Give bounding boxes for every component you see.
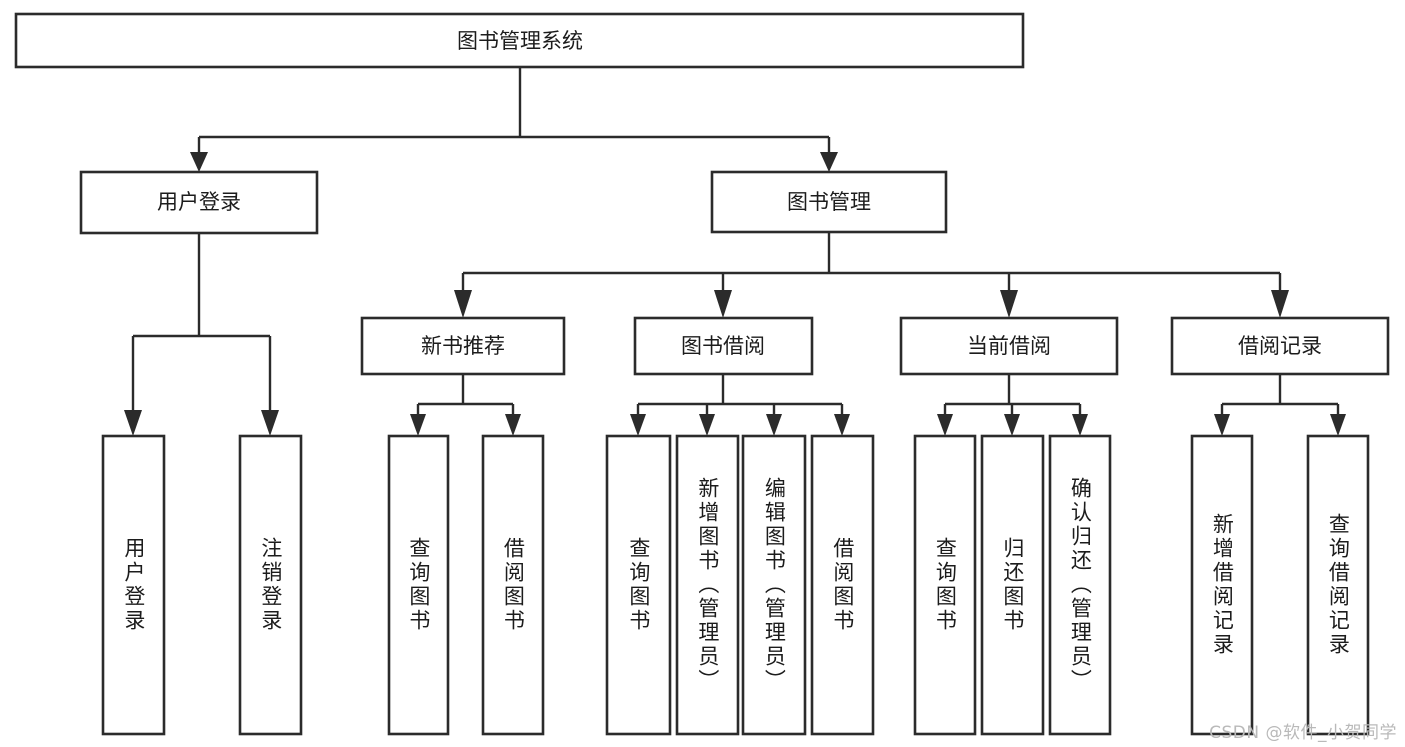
node-borrow-record[interactable] <box>1170 316 1390 376</box>
label-book-borrow: 图书借阅 <box>681 334 765 358</box>
arrowhead-book-borrow <box>714 290 732 318</box>
arrowhead-leaf-query-record <box>1330 414 1346 436</box>
node-leaf-borrow-book-1[interactable] <box>481 434 545 736</box>
connector-group <box>124 67 1346 436</box>
node-box-group <box>14 12 1390 736</box>
label-user-login: 用户登录 <box>157 190 241 214</box>
node-leaf-query-book-1[interactable] <box>387 434 450 736</box>
arrowhead-leaf-query-book-3 <box>937 414 953 436</box>
arrowhead-leaf-borrow-book-1 <box>505 414 521 436</box>
watermark-text: CSDN @软件_小贺同学 <box>1209 723 1397 743</box>
node-leaf-add-book[interactable] <box>675 434 740 736</box>
label-current-borrow: 当前借阅 <box>967 334 1051 358</box>
label-book-manage: 图书管理 <box>787 190 871 214</box>
node-leaf-user-login[interactable] <box>101 434 166 736</box>
arrowhead-leaf-add-record <box>1214 414 1230 436</box>
node-leaf-logout-login[interactable] <box>238 434 303 736</box>
node-leaf-query-book-3[interactable] <box>913 434 977 736</box>
arrowhead-leaf-return-book <box>1004 414 1020 436</box>
node-leaf-query-record[interactable] <box>1306 434 1370 736</box>
label-borrow-record: 借阅记录 <box>1238 334 1322 358</box>
node-book-borrow[interactable] <box>633 316 814 376</box>
node-leaf-query-book-2[interactable] <box>605 434 672 736</box>
node-leaf-confirm-return[interactable] <box>1048 434 1112 736</box>
label-new-book-recommend: 新书推荐 <box>421 334 505 358</box>
label-root: 图书管理系统 <box>457 29 583 53</box>
arrowhead-current-borrow <box>1000 290 1018 318</box>
arrowhead-book-manage <box>820 152 838 172</box>
horizontal-label-group: 图书管理系统 用户登录 图书管理 新书推荐 图书借阅 当前借阅 借阅记录 <box>157 29 1322 358</box>
arrowhead-leaf-query-book-2 <box>630 414 646 436</box>
arrowhead-leaf-add-book <box>699 414 715 436</box>
node-root[interactable] <box>14 12 1025 69</box>
node-leaf-borrow-book-2[interactable] <box>810 434 875 736</box>
node-leaf-add-record[interactable] <box>1190 434 1254 736</box>
arrowhead-leaf-query-book-1 <box>410 414 426 436</box>
arrowhead-leaf-confirm-return <box>1072 414 1088 436</box>
node-user-login[interactable] <box>79 170 319 235</box>
arrowhead-user-login <box>190 152 208 172</box>
arrowhead-new-book-recommend <box>454 290 472 318</box>
node-leaf-edit-book[interactable] <box>741 434 807 736</box>
node-current-borrow[interactable] <box>899 316 1119 376</box>
node-book-manage[interactable] <box>710 170 948 234</box>
arrowhead-leaf-borrow-book-2 <box>834 414 850 436</box>
node-new-book-recommend[interactable] <box>360 316 566 376</box>
arrowhead-borrow-record <box>1271 290 1289 318</box>
arrowhead-leaf-user-login <box>124 410 142 436</box>
node-leaf-return-book[interactable] <box>980 434 1045 736</box>
arrowhead-leaf-logout-login <box>261 410 279 436</box>
arrowhead-leaf-edit-book <box>766 414 782 436</box>
